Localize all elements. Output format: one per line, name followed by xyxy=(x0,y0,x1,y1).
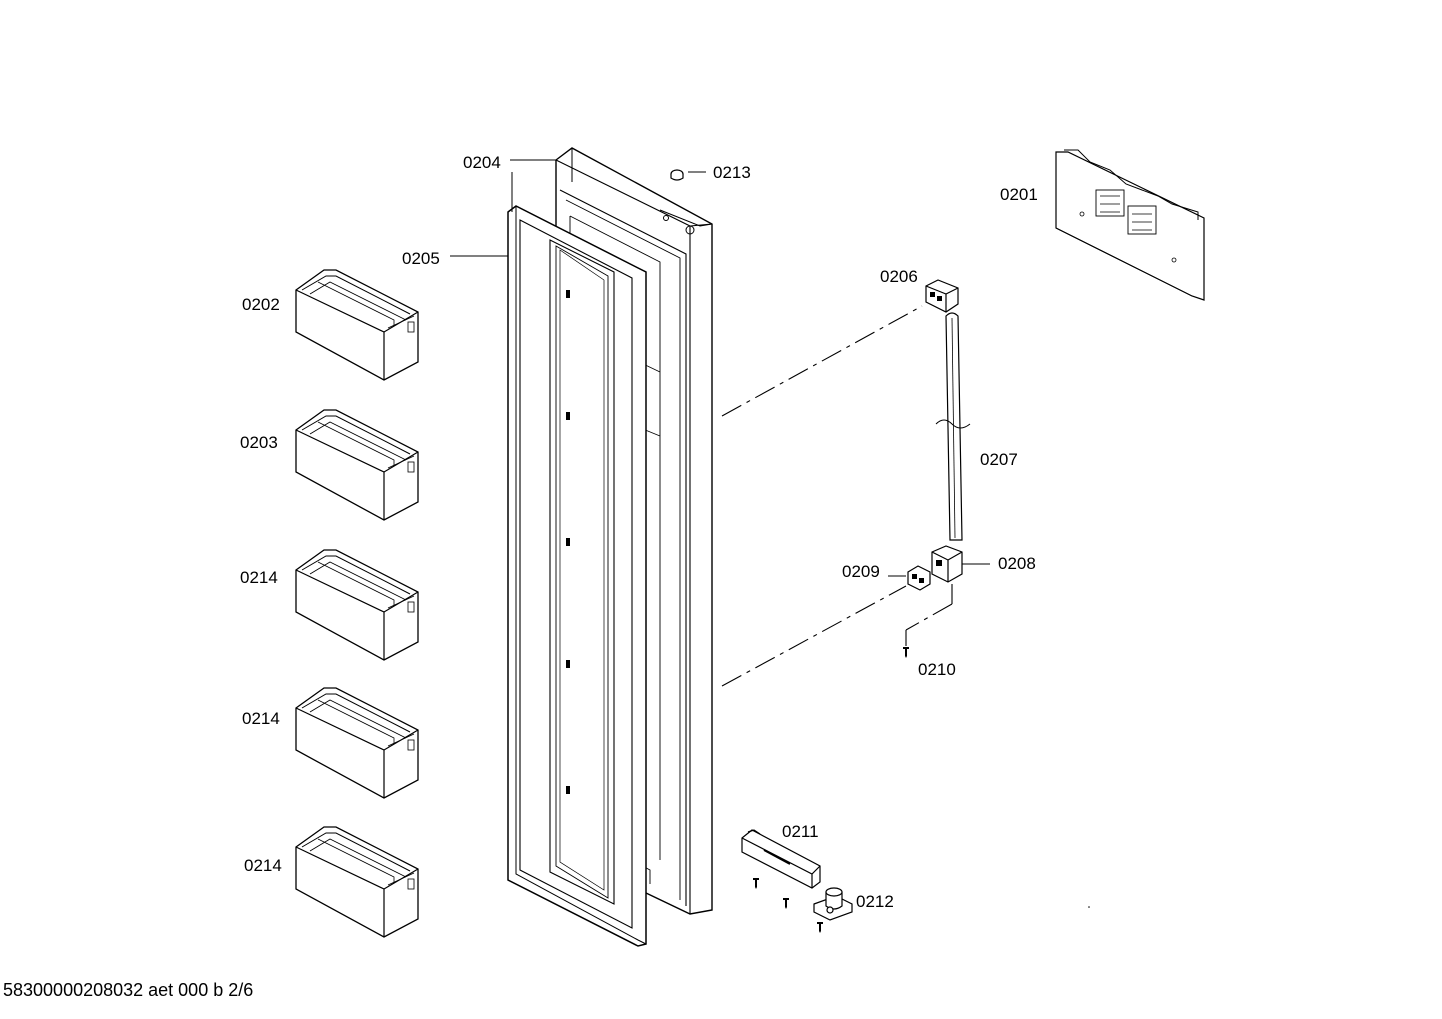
heater-tube-0207 xyxy=(935,312,971,541)
label-0211: 0211 xyxy=(782,822,819,841)
stray-dot xyxy=(1088,906,1090,908)
door-bin-0214-b xyxy=(295,687,419,799)
connector-0209 xyxy=(907,565,931,591)
assembly-lines xyxy=(721,305,953,687)
door-gasket-0205 xyxy=(507,205,647,947)
screw-hinge-2 xyxy=(783,898,789,909)
label-0205: 0205 xyxy=(402,249,440,268)
label-0202: 0202 xyxy=(242,295,280,314)
connector-0208 xyxy=(931,545,963,583)
label-0212: 0212 xyxy=(856,892,894,911)
door-bin-0202 xyxy=(295,269,419,381)
label-0210: 0210 xyxy=(918,660,956,679)
label-0213: 0213 xyxy=(713,163,751,182)
label-0203: 0203 xyxy=(240,433,278,452)
label-0209: 0209 xyxy=(842,562,880,581)
screw-hinge-3 xyxy=(817,922,823,933)
label-0214-a: 0214 xyxy=(240,568,278,587)
door-bin-0203 xyxy=(295,409,419,521)
label-0208: 0208 xyxy=(998,554,1036,573)
door-bin-0214-c xyxy=(295,826,419,938)
label-0207: 0207 xyxy=(980,450,1018,469)
plug-0213 xyxy=(670,169,684,181)
hinge-pin-0212 xyxy=(813,887,853,921)
document-id-footer: 58300000208032 aet 000 b 2/6 xyxy=(3,980,254,1000)
hinge-cover-0201 xyxy=(1055,149,1205,301)
label-0214-b: 0214 xyxy=(242,709,280,728)
label-0214-c: 0214 xyxy=(244,856,282,875)
screw-0210 xyxy=(903,647,909,658)
connector-0206 xyxy=(925,279,959,313)
door-bin-0214-a xyxy=(295,549,419,661)
label-0206: 0206 xyxy=(880,267,918,286)
label-0201: 0201 xyxy=(1000,185,1038,204)
hinge-bracket-0211 xyxy=(741,829,821,889)
label-0204: 0204 xyxy=(463,153,501,172)
screw-hinge-1 xyxy=(753,878,759,889)
leader-lines xyxy=(450,159,990,577)
